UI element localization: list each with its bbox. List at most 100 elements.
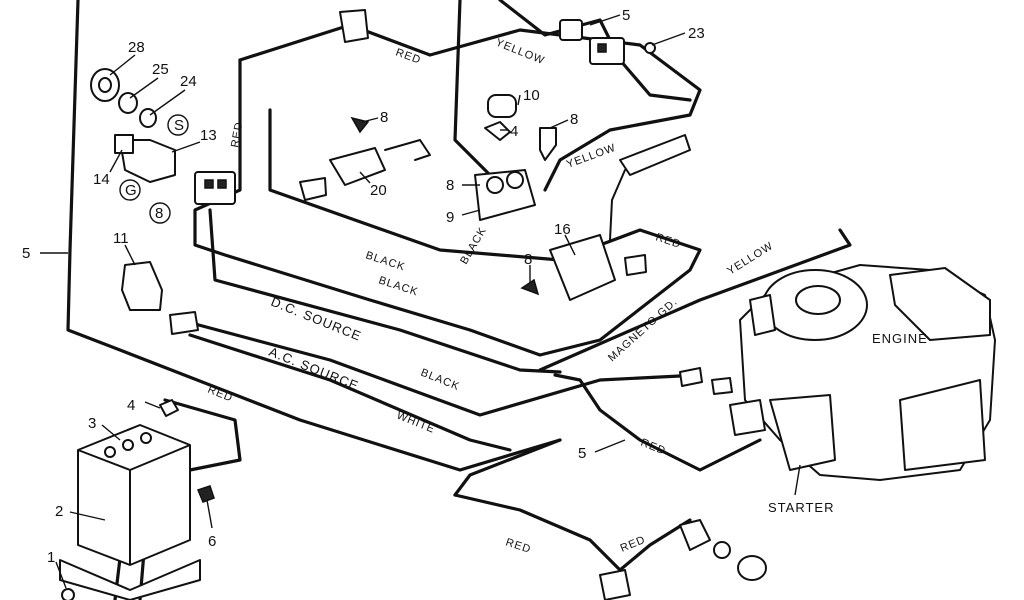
label-black-3: BLACK xyxy=(377,274,420,298)
leader-23 xyxy=(651,32,686,46)
callout-13: 13 xyxy=(200,127,217,144)
label-red-starter: RED xyxy=(639,437,668,458)
label-yellow-right: YELLOW xyxy=(725,240,775,278)
leader-3 xyxy=(101,424,121,441)
plug-block xyxy=(194,171,236,205)
callout-24: 24 xyxy=(180,73,197,90)
screw-8a xyxy=(350,116,370,134)
battery-cap-3 xyxy=(140,432,152,444)
callout-8-switch: 8 xyxy=(155,205,163,222)
callout-28: 28 xyxy=(128,39,145,56)
callout-11: 11 xyxy=(113,230,129,247)
callout-5-bottom: 5 xyxy=(578,445,586,462)
switch-16 xyxy=(549,234,616,301)
leader-8b xyxy=(549,119,569,129)
wire-yellow-right xyxy=(538,228,852,372)
bottom-connector xyxy=(599,569,631,600)
callout-10: 10 xyxy=(523,87,540,104)
engine-blower-hub xyxy=(795,285,841,315)
leader-13 xyxy=(171,141,201,153)
leader-25 xyxy=(129,77,159,99)
leader-6 xyxy=(206,499,213,529)
leader-20 xyxy=(359,171,371,184)
callout-4-center: 4 xyxy=(510,123,518,140)
bolt-6 xyxy=(196,485,215,503)
callout-s: S xyxy=(174,117,184,134)
wire-top-red xyxy=(238,23,702,192)
label-red-left: RED xyxy=(229,121,245,149)
connector-5-upper xyxy=(559,19,583,41)
engine-connector xyxy=(729,399,766,436)
leader-5-bottom xyxy=(594,439,626,453)
label-starter: STARTER xyxy=(768,500,834,515)
plug-pin-b xyxy=(217,179,227,189)
callout-5-left: 5 xyxy=(22,245,30,262)
leader-8a xyxy=(361,117,379,123)
magneto-plug-b xyxy=(711,377,733,395)
callout-g: G xyxy=(125,182,137,199)
connector-16 xyxy=(624,254,647,276)
magneto-plug xyxy=(679,367,703,387)
label-ac-source: A.C. SOURCE xyxy=(267,344,361,394)
top-connector-a xyxy=(339,9,369,43)
ignition-switch-assembly xyxy=(90,68,189,224)
label-red-right: RED xyxy=(654,231,683,251)
callout-8-switch16: 8 xyxy=(524,251,532,268)
pto-switch-lead xyxy=(609,169,626,241)
terminal-s xyxy=(167,114,189,136)
solenoid-post-b xyxy=(506,171,524,189)
wire-top-inner xyxy=(453,0,492,177)
callout-9: 9 xyxy=(446,209,454,226)
battery-3 xyxy=(59,399,215,600)
switch-11-body xyxy=(121,261,163,311)
wire-red-battery xyxy=(163,398,242,472)
engine xyxy=(679,264,996,481)
switch-11-plug xyxy=(169,311,199,335)
label-black-2: BLACK xyxy=(364,249,407,273)
leader-2 xyxy=(69,511,106,521)
leader-10 xyxy=(517,94,521,106)
callout-1: 1 xyxy=(47,549,55,566)
leader-16 xyxy=(564,234,576,256)
screw-8b xyxy=(539,127,557,161)
engine-muffler xyxy=(899,379,986,471)
callout-3: 3 xyxy=(88,415,96,432)
callout-numbers: 28 25 24 S 13 14 G 8 8 4 8 5 23 10 20 8 … xyxy=(22,7,705,566)
callout-4-battery: 4 xyxy=(127,397,135,414)
label-black-1: BLACK xyxy=(458,225,489,267)
battery-tray-2 xyxy=(59,559,201,600)
callout-2: 2 xyxy=(55,503,63,520)
leader-lines xyxy=(40,14,801,589)
label-yellow-mid: YELLOW xyxy=(565,142,618,171)
plug-pin-a xyxy=(204,179,214,189)
relay-20-lead xyxy=(384,139,431,161)
leader-4a xyxy=(144,401,161,409)
callout-23: 23 xyxy=(688,25,705,42)
starter-motor xyxy=(769,394,836,471)
wire-red-bottom2 xyxy=(453,438,562,497)
label-yellow-top: YELLOW xyxy=(494,37,547,68)
callout-20: 20 xyxy=(370,182,387,199)
terminal-8 xyxy=(149,202,171,224)
connector-5-pin xyxy=(597,43,607,53)
bolt-4 xyxy=(159,399,179,417)
leader-14 xyxy=(109,149,123,173)
leader-24 xyxy=(149,89,186,116)
leader-1 xyxy=(55,561,67,589)
wire-magneto xyxy=(553,373,762,472)
solenoid-9 xyxy=(474,169,536,221)
light-ring xyxy=(713,541,731,559)
screw-8d xyxy=(520,278,540,296)
headlight-assembly xyxy=(599,519,767,600)
callout-8-solenoid: 8 xyxy=(446,177,454,194)
component-labels: ENGINE STARTER xyxy=(768,331,927,515)
connector-20 xyxy=(299,177,327,201)
light-socket xyxy=(679,519,711,551)
label-white: WHITE xyxy=(395,410,437,436)
wire-black-lower xyxy=(208,208,562,374)
wire-harness xyxy=(66,0,852,600)
bolt-1 xyxy=(61,588,75,600)
seat-switch-11 xyxy=(121,261,199,335)
leader-28 xyxy=(109,54,136,76)
callout-14: 14 xyxy=(93,171,110,188)
